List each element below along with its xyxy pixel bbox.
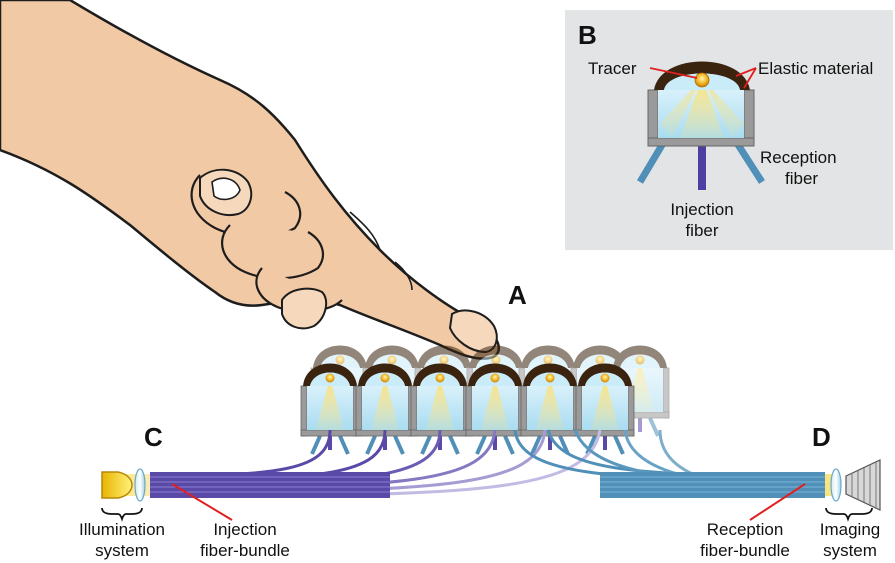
sensor-frame <box>663 368 669 418</box>
tracer-icon <box>436 374 445 383</box>
panel-label-b: B <box>578 20 597 50</box>
tracer-icon <box>544 356 553 365</box>
hand-body <box>0 0 499 359</box>
sensor-cell <box>521 364 579 455</box>
illumination-system <box>102 469 150 519</box>
tracer-icon <box>440 356 449 365</box>
reception-fiber <box>450 436 458 454</box>
lens-icon <box>831 469 841 501</box>
illumination-label-1: Illumination <box>79 520 165 539</box>
injection-fiber-label-2: fiber <box>685 221 718 240</box>
sensor-frame <box>648 90 658 144</box>
tracer-icon <box>381 374 390 383</box>
reception-fiber <box>367 436 375 454</box>
reception-fiber <box>615 436 623 454</box>
imaging-label-2: system <box>823 541 877 560</box>
reception-fiber <box>477 436 485 454</box>
reception-fiber-label-2: fiber <box>785 169 818 188</box>
injection-bundle-label-1: Injection <box>213 520 276 539</box>
reception-fiber <box>422 436 430 454</box>
sensor-frame <box>411 386 417 436</box>
tracer-icon <box>491 374 500 383</box>
sensor-frame <box>744 90 754 144</box>
tracer-icon <box>596 356 605 365</box>
bulb-icon <box>102 472 132 498</box>
lens-icon <box>135 469 145 501</box>
tracer-icon <box>492 356 501 365</box>
injection-fiber <box>698 142 706 190</box>
sensor-array <box>301 346 669 455</box>
injection-fiber-label-1: Injection <box>670 200 733 219</box>
illumination-label-2: system <box>95 541 149 560</box>
camera-sensor-icon <box>846 460 880 510</box>
sensor-frame <box>648 138 754 146</box>
sensor-frame <box>466 386 472 436</box>
sensor-frame <box>576 386 582 436</box>
tracer-label: Tracer <box>588 59 637 78</box>
hand-illustration <box>0 0 499 359</box>
tracer-icon <box>636 356 645 365</box>
sensor-cell <box>466 364 524 455</box>
injection-bundle-label-2: fiber-bundle <box>200 541 290 560</box>
reception-fiber <box>312 436 320 454</box>
reception-bundle-label-2: fiber-bundle <box>700 541 790 560</box>
tracer-icon <box>326 374 335 383</box>
illumination-brace <box>102 508 142 519</box>
fiber-routing <box>150 430 825 498</box>
reception-fiber <box>505 436 513 454</box>
tracer-icon <box>388 356 397 365</box>
sensor-cell <box>576 364 634 455</box>
sensor-frame <box>628 386 634 436</box>
tracer-icon <box>546 374 555 383</box>
tracer-icon <box>695 73 709 87</box>
reception-fiber <box>340 436 348 454</box>
reception-fiber <box>650 418 658 436</box>
sensor-frame <box>521 386 527 436</box>
sensor-frame <box>356 386 362 436</box>
panel-label-d: D <box>812 422 831 452</box>
panel-label-c: C <box>144 422 163 452</box>
tracer-icon <box>336 356 345 365</box>
sensor-frame <box>301 386 307 436</box>
imaging-brace <box>826 508 872 519</box>
elastic-material-label: Elastic material <box>758 59 873 78</box>
imaging-system <box>825 460 880 519</box>
tracer-icon <box>601 374 610 383</box>
reception-fiber-label-1: Reception <box>760 148 837 167</box>
curled-finger-nail <box>282 289 326 329</box>
imaging-label-1: Imaging <box>820 520 880 539</box>
injection-fiber <box>150 430 330 476</box>
reception-bundle-label-1: Reception <box>707 520 784 539</box>
reception-fiber <box>395 436 403 454</box>
injection-fiber-bundle <box>150 472 390 498</box>
panel-label-a: A <box>508 280 527 310</box>
inset-panel: B Tracer Elastic material Reception fibe… <box>565 10 893 250</box>
